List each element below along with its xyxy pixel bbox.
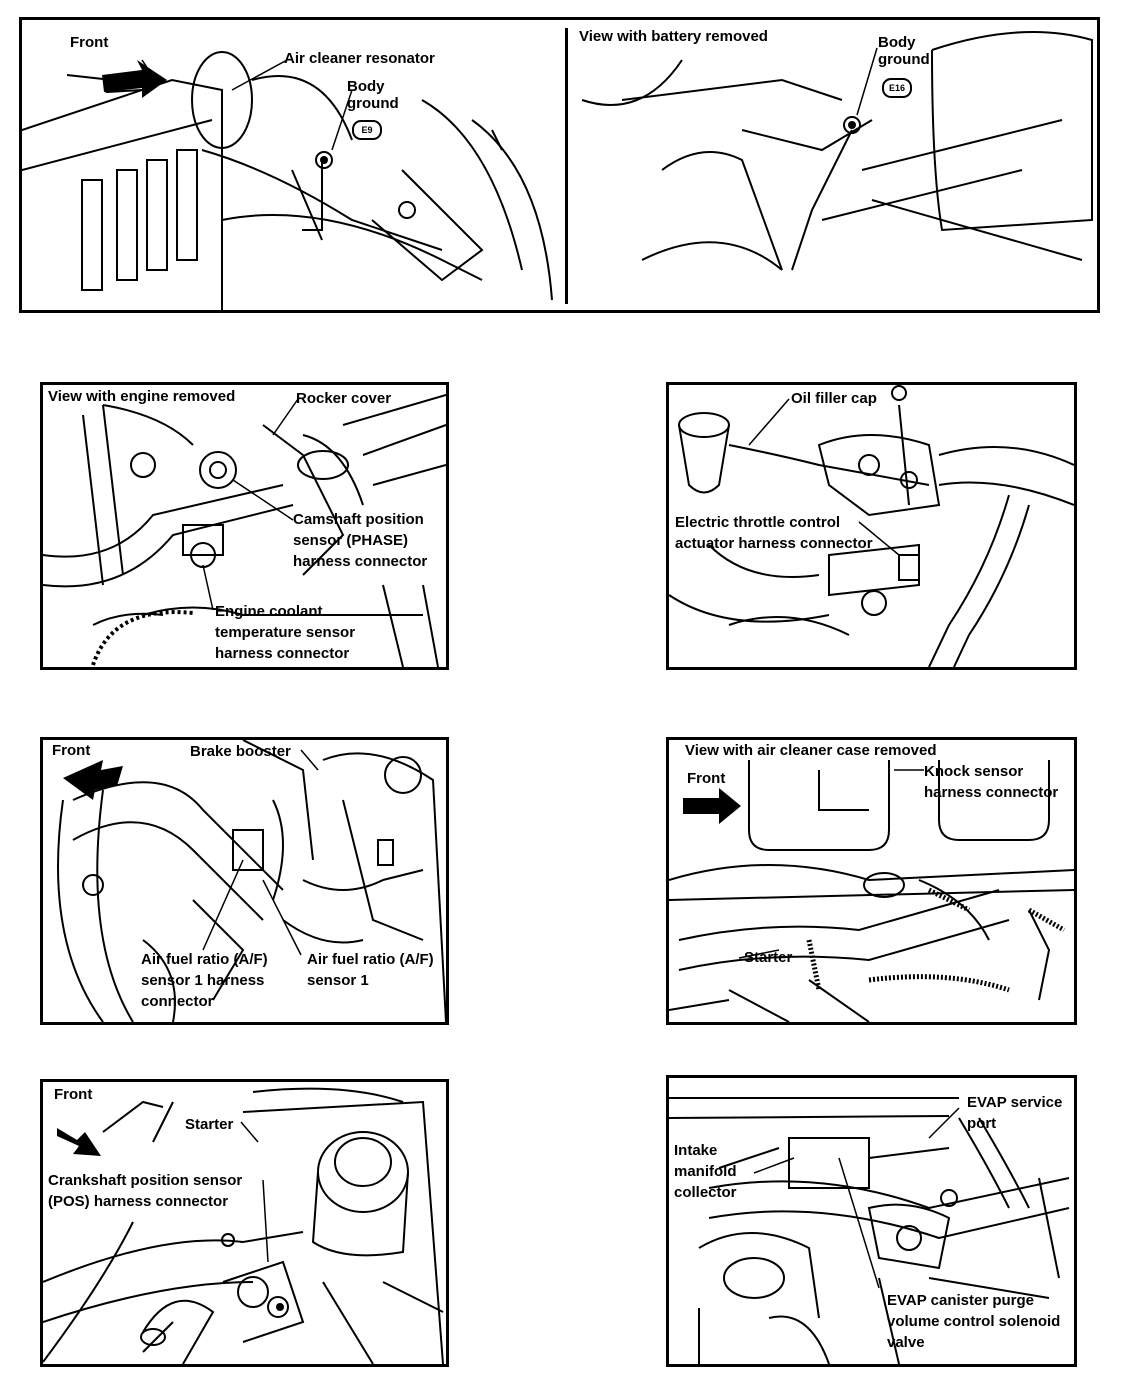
label-af-sensor-harness-connector: Air fuel ratio (A/F) sensor 1 harness co… xyxy=(141,951,268,1010)
body-ground-illustration xyxy=(22,31,1093,310)
panel-divider xyxy=(565,28,568,304)
label-evap-purge-solenoid-valve: EVAP canister purge volume control solen… xyxy=(887,1292,1061,1351)
crankshaft-illustration xyxy=(43,1087,444,1364)
panel-oil-filler-throttle: Oil filler cap Electric throttle control… xyxy=(666,382,1077,670)
label-camshaft-position-sensor: Camshaft position sensor (PHASE) harness… xyxy=(293,511,428,570)
label-oil-filler-cap: Oil filler cap xyxy=(791,390,877,407)
label-knock-sensor-connector: Knock sensor harness connector xyxy=(924,763,1059,801)
label-rocker-cover: Rocker cover xyxy=(296,390,392,407)
panel-body-ground: Front Air cleaner resonator Body ground … xyxy=(19,17,1100,313)
label-body-ground-right: Body ground xyxy=(878,34,930,68)
connector-badge-e16: E16 xyxy=(882,78,912,98)
panel-crankshaft: Front Starter Crankshaft position sensor… xyxy=(40,1079,449,1367)
label-view-air-cleaner-removed: View with air cleaner case removed xyxy=(685,742,937,759)
label-front: Front xyxy=(54,1086,93,1103)
label-starter: Starter xyxy=(185,1116,234,1133)
panel-brake-booster-af: Front Brake booster Air fuel ratio (A/F)… xyxy=(40,737,449,1025)
label-starter: Starter xyxy=(744,949,793,966)
label-front: Front xyxy=(52,742,91,759)
connector-badge-e9: E9 xyxy=(352,120,382,140)
panel-knock-sensor: View with air cleaner case removed Front… xyxy=(666,737,1077,1025)
camshaft-illustration xyxy=(43,394,446,667)
label-intake-manifold-collector: Intake manifold collector xyxy=(674,1142,737,1201)
label-af-sensor: Air fuel ratio (A/F) sensor 1 xyxy=(307,951,434,989)
label-crankshaft-position-sensor: Crankshaft position sensor (POS) harness… xyxy=(48,1172,243,1210)
throttle-illustration xyxy=(669,385,1074,667)
label-view-engine-removed: View with engine removed xyxy=(48,388,236,405)
evap-illustration xyxy=(669,1097,1070,1364)
label-electric-throttle-connector: Electric throttle control actuator harne… xyxy=(675,514,873,552)
label-air-cleaner-resonator: Air cleaner resonator xyxy=(284,50,435,67)
label-view-battery-removed: View with battery removed xyxy=(579,28,768,45)
label-brake-booster: Brake booster xyxy=(190,743,291,760)
label-engine-coolant-temp-sensor: Engine coolant temperature sensor harnes… xyxy=(215,603,356,662)
label-front: Front xyxy=(70,34,109,51)
panel-evap: EVAP service port Intake manifold collec… xyxy=(666,1075,1077,1367)
label-body-ground-left: Body ground xyxy=(347,78,399,112)
knock-sensor-illustration xyxy=(669,760,1074,1022)
label-evap-service-port: EVAP service port xyxy=(967,1094,1063,1132)
label-front: Front xyxy=(687,770,726,787)
af-sensor-illustration xyxy=(57,740,446,1022)
panel-camshaft-coolant: View with engine removed Rocker cover Ca… xyxy=(40,382,449,670)
